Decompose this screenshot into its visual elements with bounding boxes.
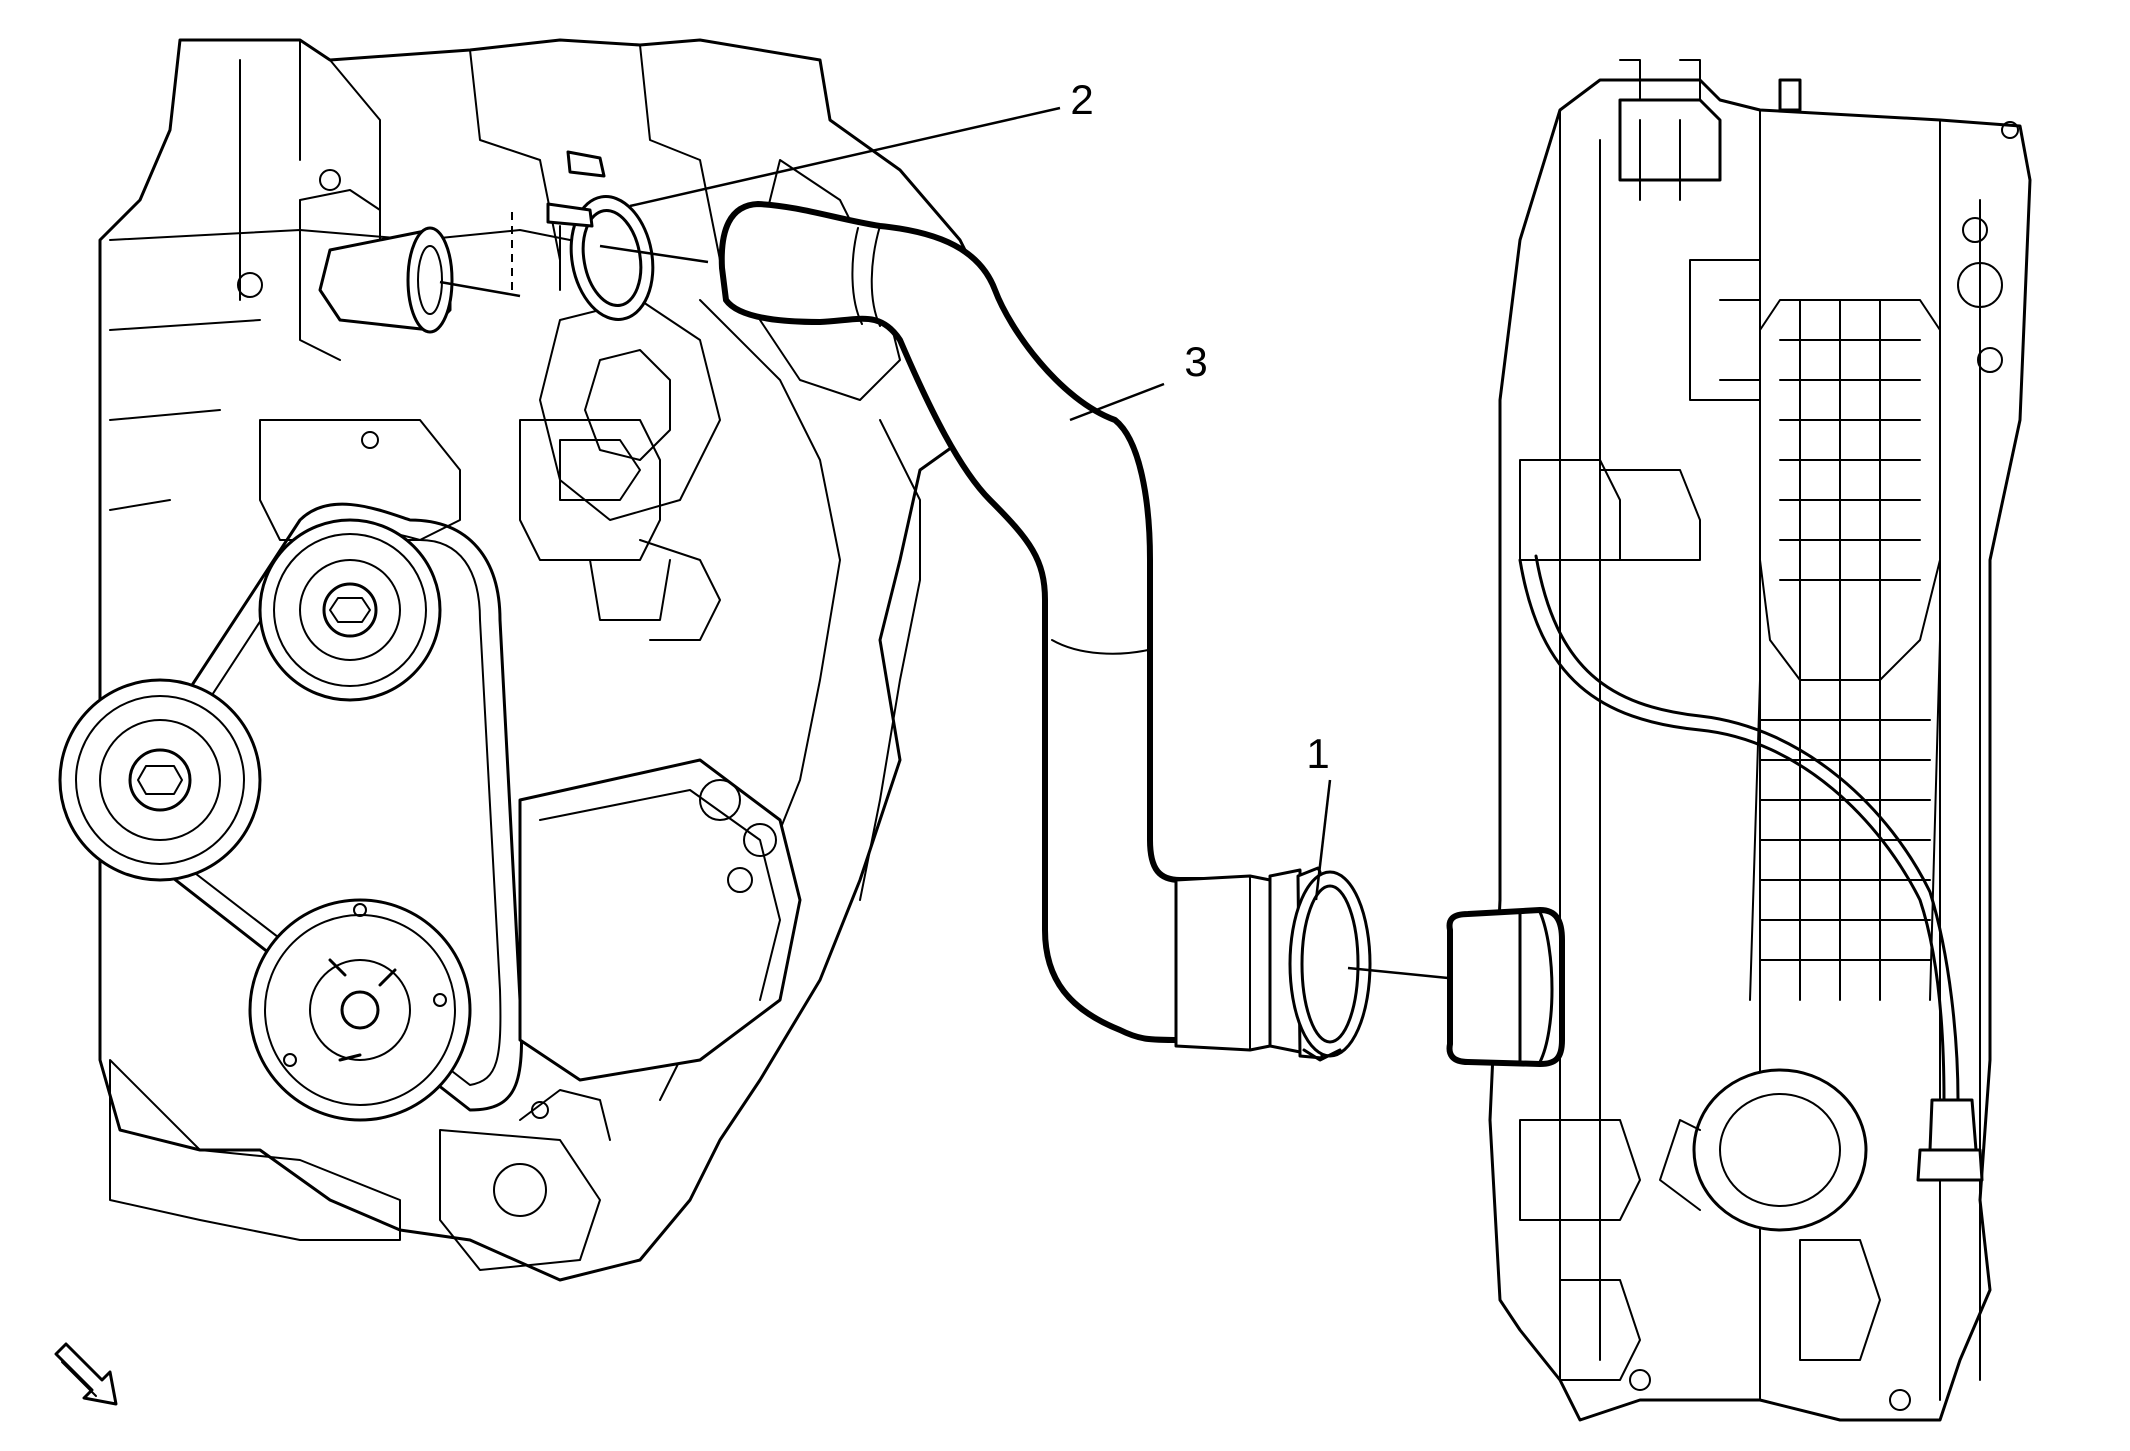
callout-1: 1 xyxy=(1306,730,1332,901)
callout-1-label: 1 xyxy=(1306,730,1329,777)
radiator-assembly xyxy=(1446,59,2032,1422)
engine-assembly xyxy=(58,38,1002,1282)
hose-clamp-upper xyxy=(546,150,655,321)
view-direction-arrow-icon xyxy=(54,1342,118,1406)
callout-3-label: 3 xyxy=(1184,338,1207,385)
callout-2-label: 2 xyxy=(1070,76,1093,123)
callout-3: 3 xyxy=(1069,338,1208,422)
callout-2: 2 xyxy=(629,76,1094,208)
hose-clamp-lower xyxy=(1288,866,1372,1062)
ac-compressor xyxy=(248,758,802,1122)
radiator-inlet-hose xyxy=(718,201,1302,1054)
alignment-line-upper xyxy=(439,280,521,298)
alignment-line-clamp-to-hose xyxy=(599,244,709,264)
idler-pulley-upper xyxy=(258,518,442,702)
alignment-line-lower xyxy=(1347,966,1449,980)
tensioner-pulley xyxy=(58,678,262,882)
